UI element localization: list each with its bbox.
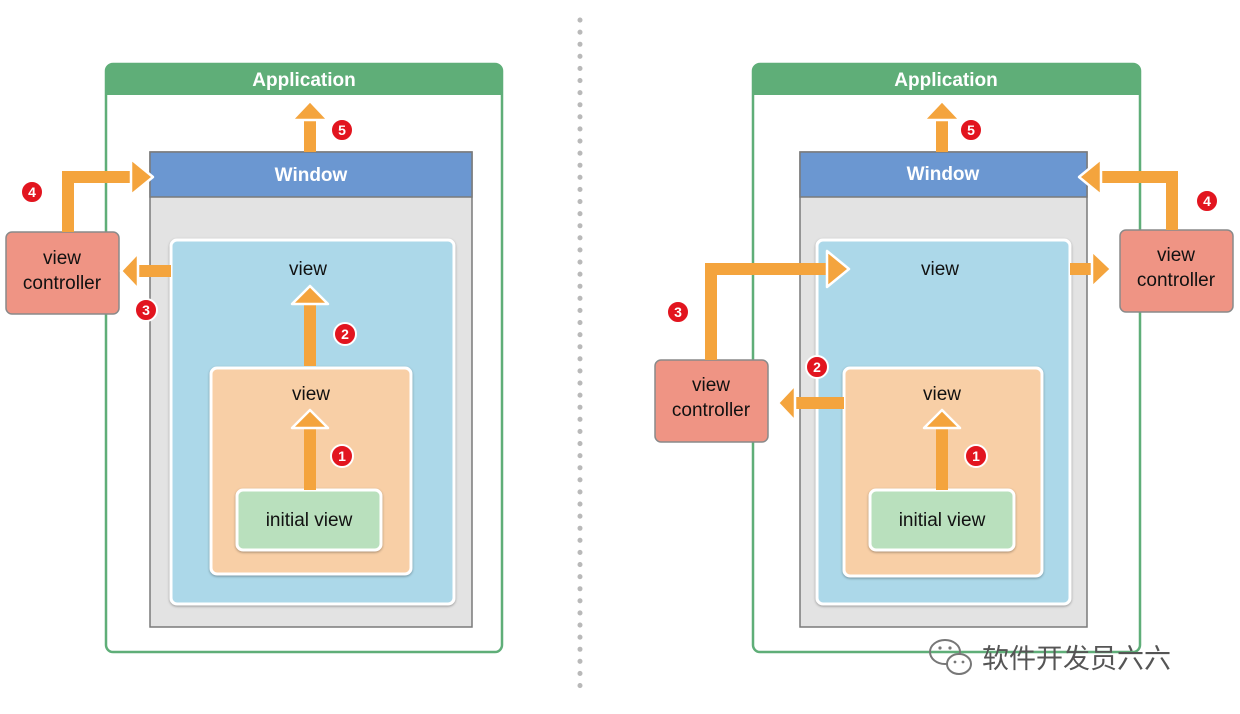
right-step-badge-3: 3 xyxy=(666,300,690,324)
left-window-title: Window xyxy=(275,165,348,186)
right-window-title: Window xyxy=(907,164,980,185)
right-step-badge-1-number: 1 xyxy=(972,448,980,464)
right-step-badge-5-number: 5 xyxy=(967,122,975,138)
wechat-icon xyxy=(929,639,972,675)
right-step-badge-2: 2 xyxy=(805,355,829,379)
watermark-text: 软件开发员六六 xyxy=(982,644,1171,675)
left-arrow-5 xyxy=(290,99,330,152)
left-view-controller: view controller xyxy=(5,231,120,315)
right-view-controller-bottom: view controller xyxy=(654,359,769,443)
right-step-badge-5: 5 xyxy=(959,118,983,142)
right-step-badge-1: 1 xyxy=(964,444,988,468)
left-step-badge-3-number: 3 xyxy=(142,302,150,318)
right-view-controller-top: view controller xyxy=(1119,229,1234,313)
right-initial-view: initial view xyxy=(868,488,1016,552)
left-arrow-3 xyxy=(119,251,171,291)
right-step-badge-3-number: 3 xyxy=(674,304,682,320)
left-inner-view-label: view xyxy=(292,384,330,405)
right-arrow-1 xyxy=(922,408,962,490)
right-view-controller-bottom-line1: view xyxy=(692,375,730,396)
left-step-badge-5-number: 5 xyxy=(338,122,346,138)
left-view-controller-label-line1: view xyxy=(43,248,81,269)
left-step-badge-1-number: 1 xyxy=(338,448,346,464)
right-arrow-4 xyxy=(1077,157,1178,230)
right-inner-view-label: view xyxy=(923,384,961,405)
left-step-badge-4: 4 xyxy=(20,180,44,204)
left-step-badge-5: 5 xyxy=(330,118,354,142)
right-view-controller-bottom-line2: controller xyxy=(672,400,751,421)
right-diagram: Application Window view view initial vie… xyxy=(654,62,1234,654)
left-step-badge-4-number: 4 xyxy=(28,184,36,200)
right-arrow-5 xyxy=(922,99,962,152)
left-arrow-4 xyxy=(62,157,155,232)
right-step-badge-4-number: 4 xyxy=(1203,193,1211,209)
right-view-controller-top-line2: controller xyxy=(1137,270,1216,291)
watermark: 软件开发员六六 xyxy=(929,639,1171,675)
left-view-label: view xyxy=(289,259,327,280)
left-initial-view-label: initial view xyxy=(266,510,353,531)
left-step-badge-3: 3 xyxy=(134,298,158,322)
right-initial-view-label: initial view xyxy=(899,510,986,531)
left-arrow-1 xyxy=(290,408,330,490)
left-initial-view: initial view xyxy=(235,488,383,552)
right-step-badge-4: 4 xyxy=(1195,189,1219,213)
right-arrow-2 xyxy=(776,383,844,423)
right-view-controller-top-line1: view xyxy=(1157,245,1195,266)
left-step-badge-2-number: 2 xyxy=(341,326,349,342)
right-step-badge-2-number: 2 xyxy=(813,359,821,375)
left-diagram: Application Window view view initial vie… xyxy=(5,62,504,654)
left-view-controller-label-line2: controller xyxy=(23,273,102,294)
left-arrow-2 xyxy=(290,284,330,366)
right-application-title: Application xyxy=(894,70,997,91)
right-view-label: view xyxy=(921,259,959,280)
left-step-badge-2: 2 xyxy=(333,322,357,346)
right-arrow-to-controller xyxy=(1070,249,1113,289)
right-arrow-3 xyxy=(705,249,851,360)
left-application-title: Application xyxy=(252,70,355,91)
left-step-badge-1: 1 xyxy=(330,444,354,468)
